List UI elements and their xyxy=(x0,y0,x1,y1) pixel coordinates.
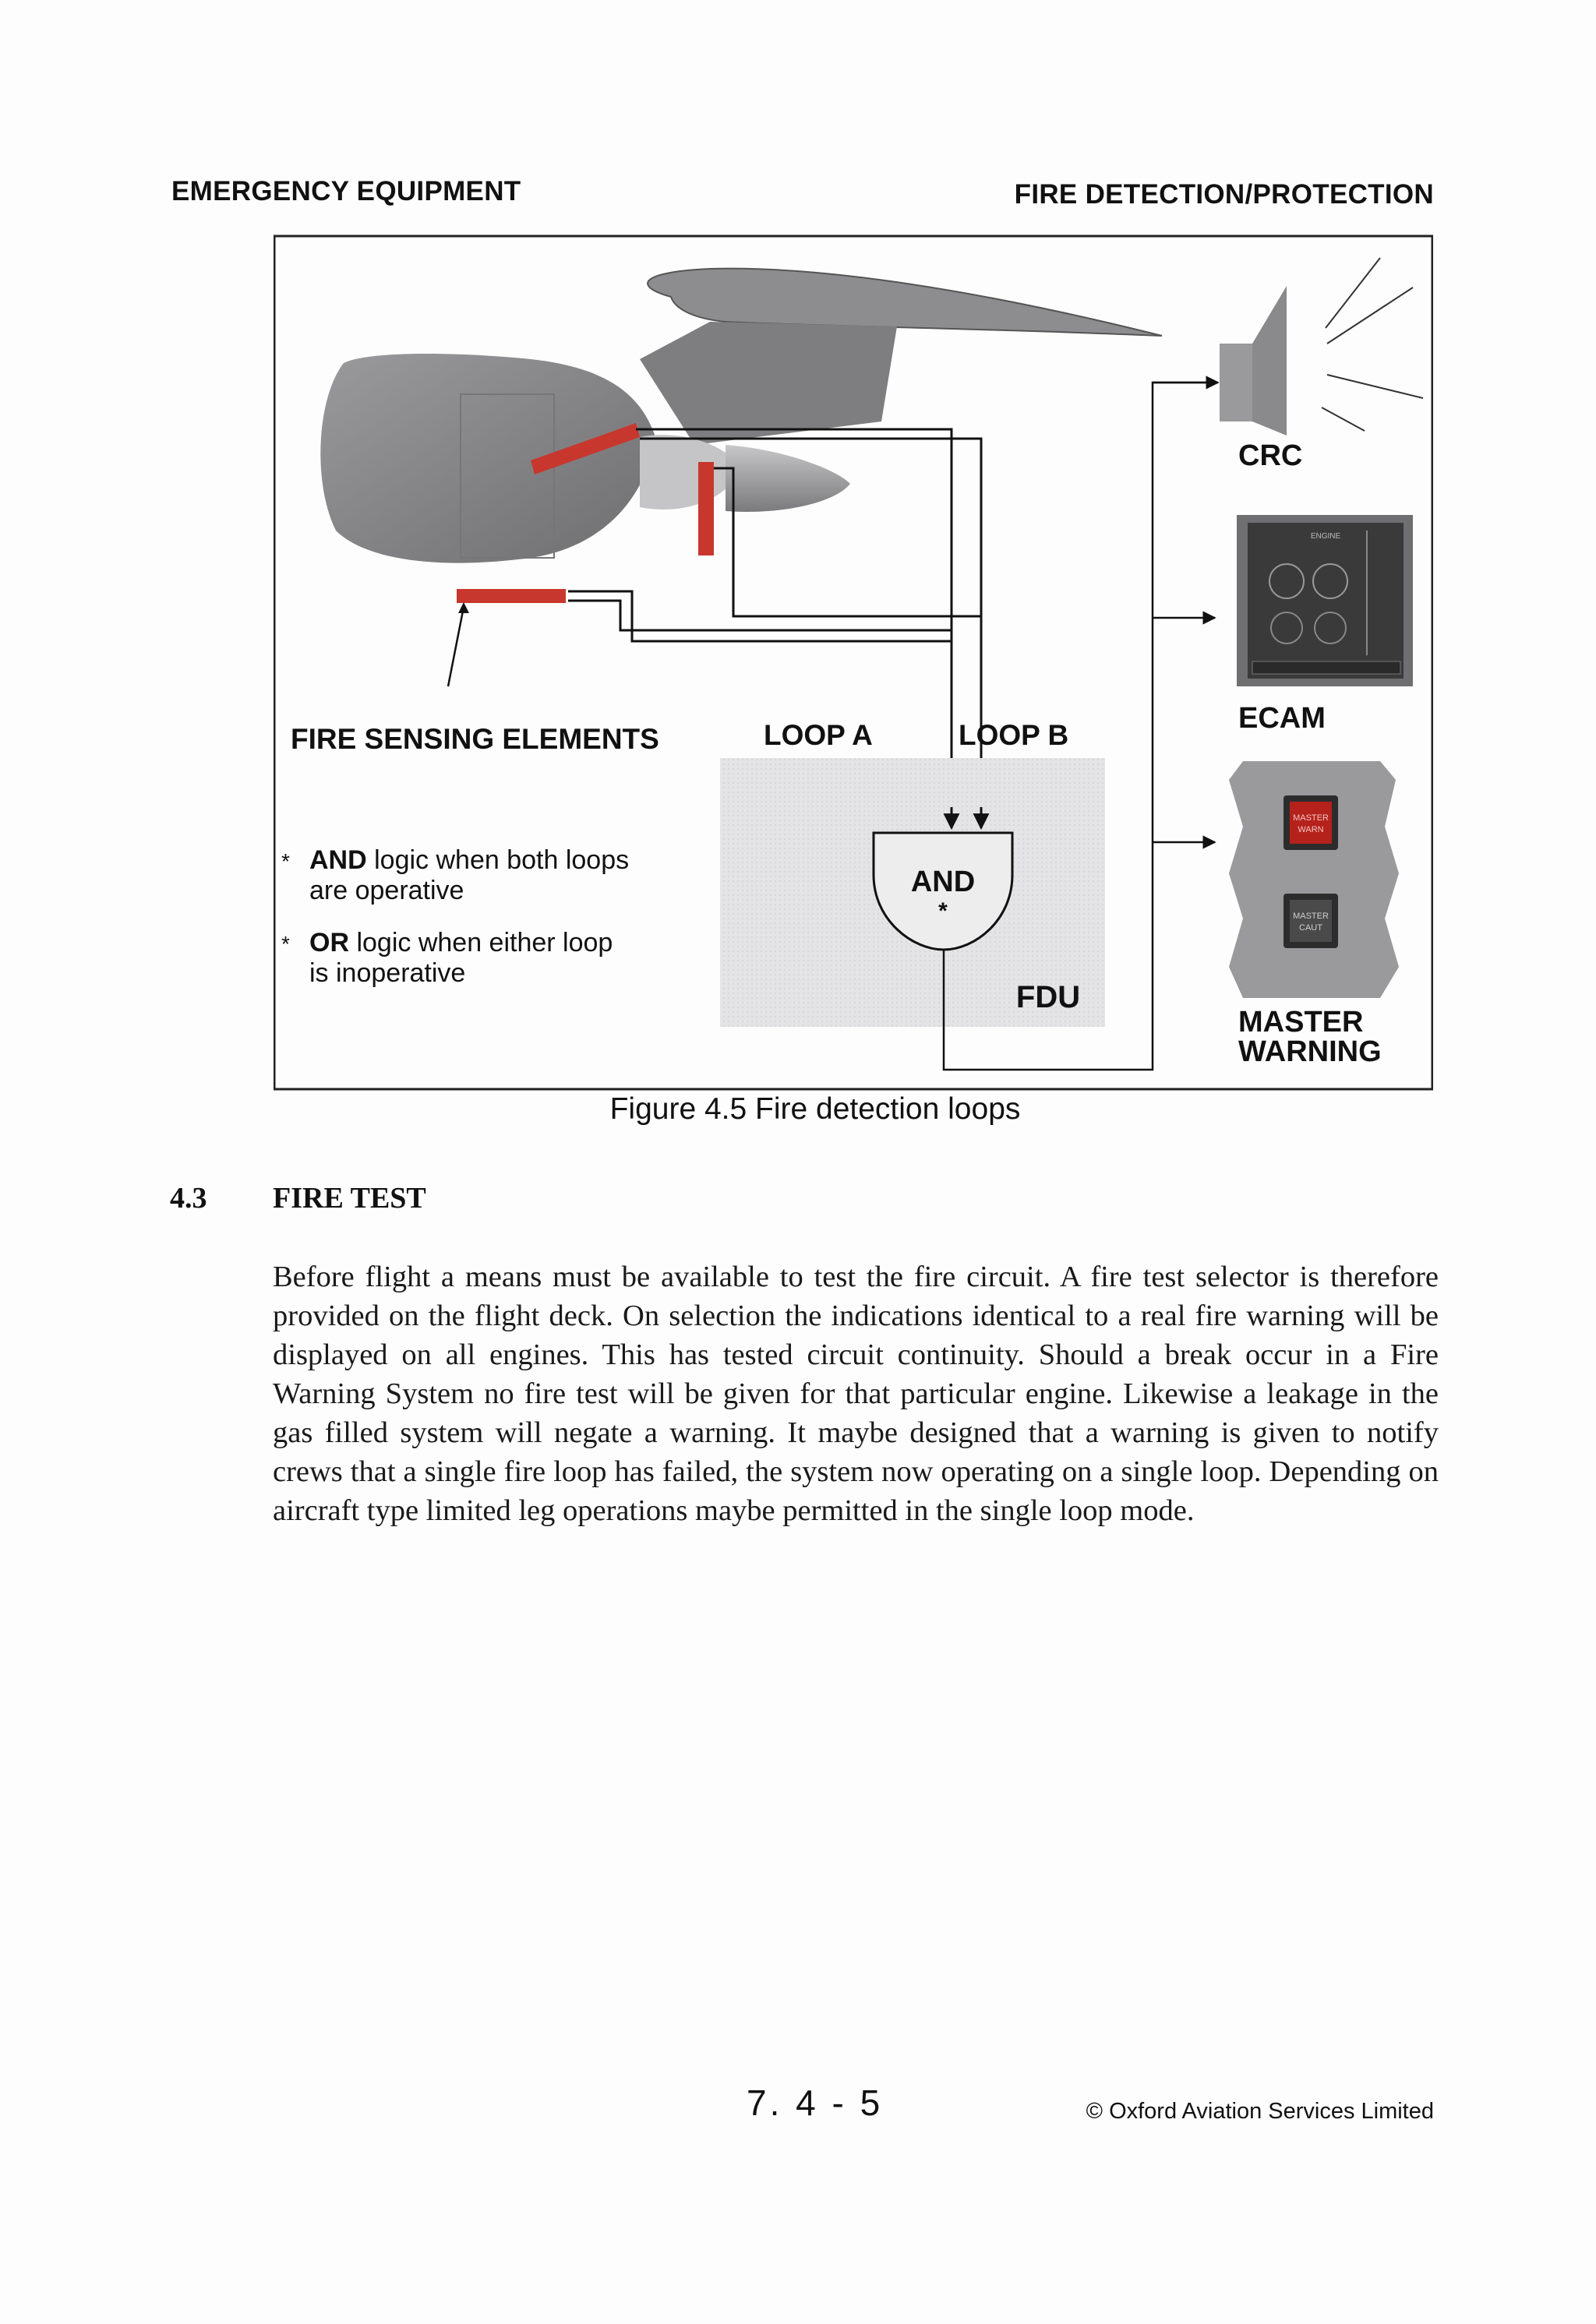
and-gate-star: * xyxy=(938,898,948,924)
note-1-bullet: * xyxy=(281,849,290,873)
svg-text:ENGINE: ENGINE xyxy=(1311,532,1341,541)
section-body: Before flight a means must be available … xyxy=(273,1261,1439,1527)
svg-text:MASTER: MASTER xyxy=(1293,912,1329,921)
fdu-label: FDU xyxy=(1016,980,1080,1014)
fire-detection-figure: AND * FDU CRC ENGINE xyxy=(274,235,1433,1091)
ecam-label: ECAM xyxy=(1238,702,1326,735)
note-2-line2: is inoperative xyxy=(309,958,465,988)
crc-speaker xyxy=(1220,257,1424,436)
and-gate-label: AND xyxy=(911,866,975,898)
header-right: FIRE DETECTION/PROTECTION xyxy=(1014,179,1434,210)
page-number: 7. 4 - 5 xyxy=(747,2082,884,2123)
master-warning-panel: MASTER WARN MASTER CAUT xyxy=(1229,761,1399,998)
note-2-bold: OR xyxy=(309,928,349,957)
wing-shape xyxy=(647,267,1163,337)
header-left: EMERGENCY EQUIPMENT xyxy=(171,176,521,206)
engine-panel-lines xyxy=(460,393,555,559)
note-2-rest: logic when either loop xyxy=(349,928,613,957)
section-number: 4.3 xyxy=(170,1182,207,1215)
svg-text:MASTER: MASTER xyxy=(1293,813,1329,823)
note-1-bold: AND xyxy=(309,845,367,875)
ecam-display: ENGINE xyxy=(1237,515,1413,686)
crc-label: CRC xyxy=(1238,439,1302,472)
master-warning-label-2: WARNING xyxy=(1238,1035,1382,1068)
and-gate xyxy=(872,831,1014,951)
tail-cone xyxy=(726,445,850,512)
section-title: FIRE TEST xyxy=(273,1182,426,1215)
master-warning-label-1: MASTER xyxy=(1238,1006,1363,1039)
svg-text:CAUT: CAUT xyxy=(1299,923,1322,933)
engine-nacelle xyxy=(320,354,655,563)
fire-sensing-label: FIRE SENSING ELEMENTS xyxy=(291,723,659,755)
copyright-notice: © Oxford Aviation Services Limited xyxy=(1086,2099,1434,2124)
svg-text:AND logic when both loops: AND logic when both loops xyxy=(309,845,629,875)
loop-wiring xyxy=(568,428,983,807)
svg-text:WARN: WARN xyxy=(1298,825,1323,834)
svg-text:OR logic when either loop: OR logic when either loop xyxy=(309,928,613,957)
sensing-leader xyxy=(447,606,465,687)
note-2-bullet: * xyxy=(281,932,290,956)
loop-b-label: LOOP B xyxy=(959,719,1068,751)
loop-a-label: LOOP A xyxy=(764,719,873,751)
exhaust-nozzle xyxy=(640,435,741,510)
note-1-rest: logic when both loops xyxy=(367,845,629,875)
pylon-shape xyxy=(640,322,897,445)
fire-sensing-elements xyxy=(457,423,714,603)
figure-caption: Figure 4.5 Fire detection loops xyxy=(609,1092,1021,1126)
logic-notes: * AND logic when both loops are operativ… xyxy=(281,845,629,988)
figure-frame xyxy=(274,235,1433,1091)
note-1-line2: are operative xyxy=(309,876,464,905)
